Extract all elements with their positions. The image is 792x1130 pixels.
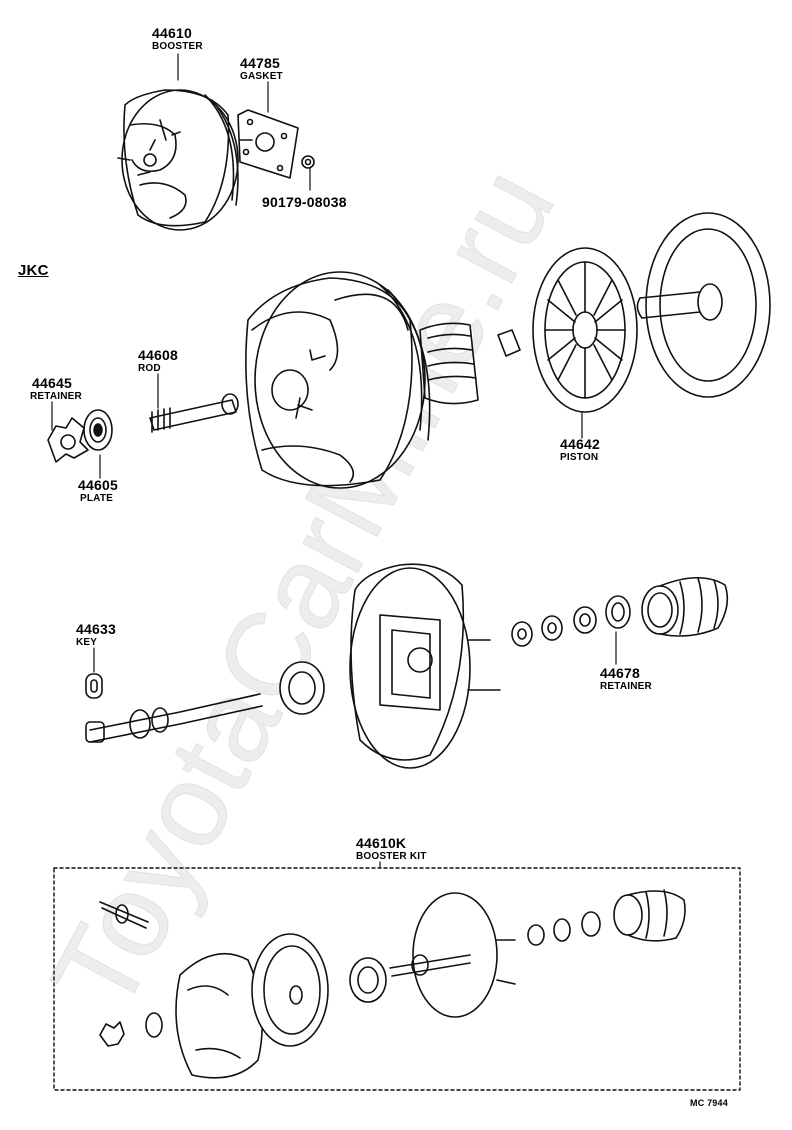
booster-kit-frame <box>53 867 741 1091</box>
retainer-rear-number: 44678 <box>600 665 640 681</box>
key-name: KEY <box>76 637 98 648</box>
booster-name: BOOSTER <box>152 41 203 52</box>
piston-wheel <box>532 247 638 413</box>
rear-shell-large <box>636 212 771 398</box>
piston-name: PISTON <box>560 452 599 463</box>
plate-number: 44605 <box>78 477 118 493</box>
booster-number: 44610 <box>152 25 192 41</box>
nut-small <box>301 155 315 169</box>
rear-shell-lower <box>349 563 501 769</box>
seal-ring-lower <box>279 661 325 715</box>
piston-number: 44642 <box>560 436 600 452</box>
drawing-code: MC 7944 <box>690 1098 728 1108</box>
booster-large <box>245 271 431 489</box>
rod-number: 44608 <box>138 347 178 363</box>
gasket-number: 44785 <box>240 55 280 71</box>
booster-kit-name: BOOSTER KIT <box>356 851 427 862</box>
plate-name: PLATE <box>80 493 114 504</box>
washers-lower <box>511 595 631 647</box>
rod-name: ROD <box>138 363 161 374</box>
bellows-lower <box>641 576 729 637</box>
booster-kit-number: 44610K <box>356 835 407 851</box>
rod-part <box>149 393 239 433</box>
retainer-rear-name: RETAINER <box>600 681 652 692</box>
key-number: 44633 <box>76 621 116 637</box>
kit-contents <box>99 889 686 1079</box>
small-seal <box>497 329 521 357</box>
bellows-large <box>419 322 479 405</box>
section-label: JKC <box>18 262 49 279</box>
valve-rod <box>85 693 263 743</box>
plate-ring <box>83 409 113 451</box>
retainer-front-number: 44645 <box>32 375 72 391</box>
gasket-name: GASKET <box>240 71 283 82</box>
retainer-star <box>47 417 89 463</box>
gasket-plate <box>237 109 299 179</box>
retainer-front-name: RETAINER <box>30 391 82 402</box>
key-part <box>85 673 103 699</box>
booster-small <box>117 89 239 231</box>
nut-number: 90179-08038 <box>262 194 347 210</box>
